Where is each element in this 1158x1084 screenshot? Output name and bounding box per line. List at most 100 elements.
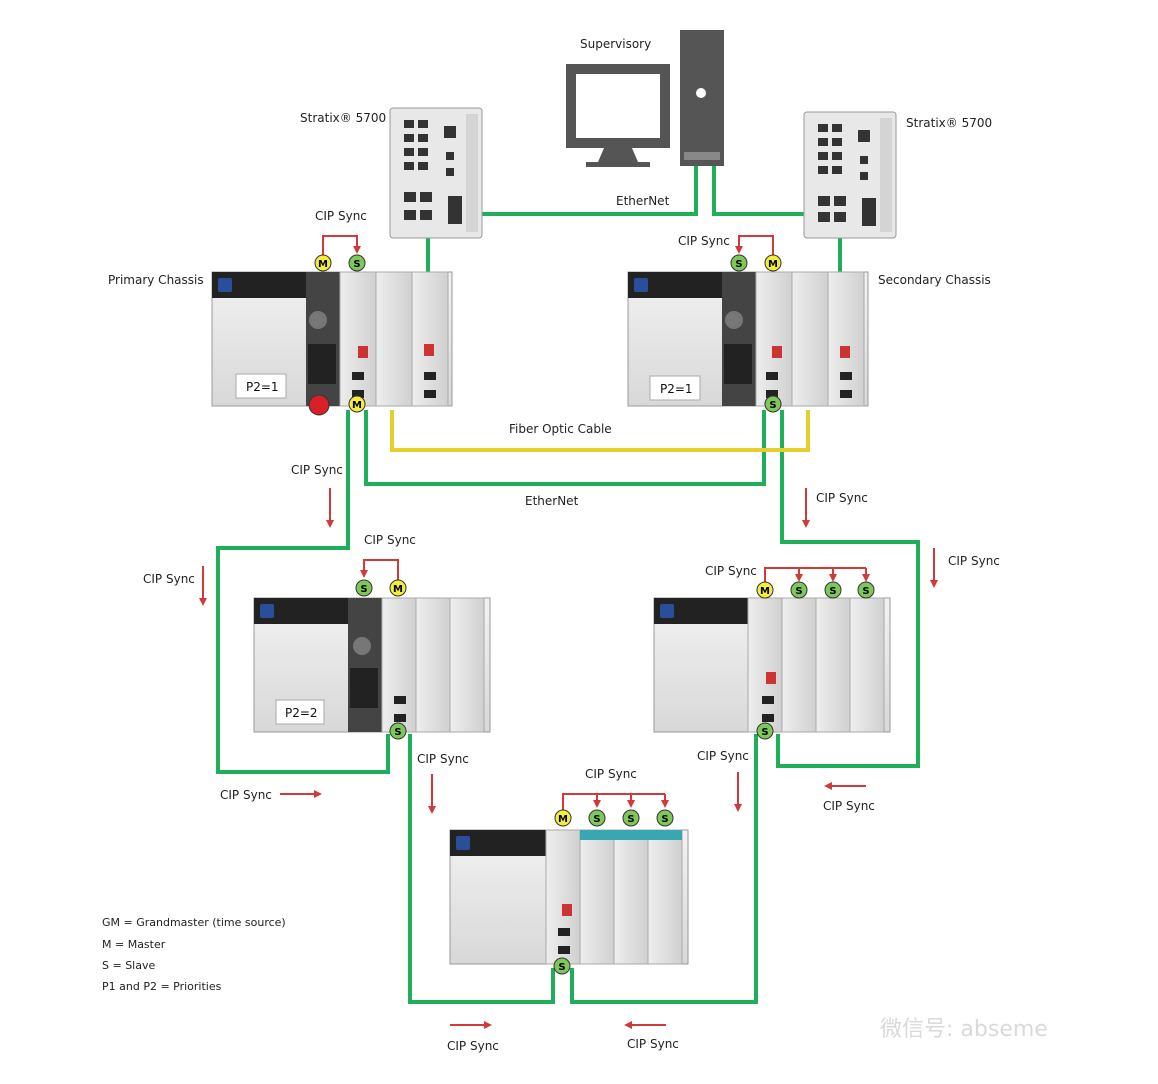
svg-text:S: S xyxy=(829,586,836,597)
slave-node: S xyxy=(764,395,782,413)
fiber-optic-cable xyxy=(390,410,810,452)
legend: GM = Grandmaster (time source) M = Maste… xyxy=(102,916,286,993)
ethernet-link-left-switch-to-pc xyxy=(480,166,698,216)
slave-node: S xyxy=(730,254,748,272)
right-chassis xyxy=(653,597,891,733)
cip-sync-label: CIP Sync xyxy=(220,788,272,802)
svg-text:S: S xyxy=(769,400,776,411)
cip-sync-label: CIP Sync xyxy=(678,234,730,248)
cip-sync-label: CIP Sync xyxy=(364,533,416,547)
svg-text:M: M xyxy=(318,259,328,270)
slave-node: S xyxy=(588,809,606,827)
cip-sync-label: CIP Sync xyxy=(627,1037,679,1051)
ethernet-links xyxy=(216,166,920,1004)
svg-text:S: S xyxy=(558,962,565,973)
supervisory-label: Supervisory xyxy=(580,37,651,51)
svg-text:S: S xyxy=(735,259,742,270)
slave-node: S xyxy=(824,581,842,599)
ethernet-ring-left xyxy=(216,410,390,774)
svg-text:M: M xyxy=(760,586,770,597)
ethernet-ring-bottom-right xyxy=(570,734,758,1004)
watermark: 微信号: abseme xyxy=(880,1017,1048,1042)
slave-node: S xyxy=(355,579,373,597)
master-node: M xyxy=(348,395,366,413)
legend-item: S = Slave xyxy=(102,959,155,972)
monitor-icon xyxy=(566,64,670,167)
svg-text:M: M xyxy=(352,400,362,411)
ethernet-link-pc-to-right-switch xyxy=(712,166,806,216)
primary-chassis xyxy=(211,271,453,407)
svg-text:S: S xyxy=(795,586,802,597)
legend-item: GM = Grandmaster (time source) xyxy=(102,916,286,929)
legend-item: M = Master xyxy=(102,938,166,951)
gm-indicator xyxy=(308,394,330,416)
svg-text:S: S xyxy=(862,586,869,597)
slave-node: S xyxy=(790,581,808,599)
ethernet-top-label: EtherNet xyxy=(616,194,670,208)
supervisory-pc xyxy=(566,30,724,167)
bracket-right-chassis xyxy=(764,567,866,582)
secondary-chassis xyxy=(627,271,869,407)
cip-sync-label: CIP Sync xyxy=(143,572,195,586)
svg-text:S: S xyxy=(394,727,401,738)
cip-sync-label: CIP Sync xyxy=(697,749,749,763)
svg-text:S: S xyxy=(627,814,634,825)
slave-node: S xyxy=(622,809,640,827)
sync-brackets xyxy=(322,235,870,810)
svg-text:M: M xyxy=(393,584,403,595)
master-node: M xyxy=(314,254,332,272)
secondary-chassis-label: Secondary Chassis xyxy=(878,273,991,287)
flow-arrows xyxy=(199,488,938,1029)
legend-item: P1 and P2 = Priorities xyxy=(102,980,222,993)
svg-text:M: M xyxy=(558,814,568,825)
slave-node: S xyxy=(756,722,774,740)
master-node: M xyxy=(756,581,774,599)
slave-node: S xyxy=(553,957,571,975)
priority-labels: P2=1 P2=1 P2=2 xyxy=(246,380,693,720)
secondary-priority: P2=1 xyxy=(660,382,693,396)
svg-text:S: S xyxy=(761,727,768,738)
master-node: M xyxy=(764,254,782,272)
left-priority: P2=2 xyxy=(285,706,318,720)
ethernet-mid-label: EtherNet xyxy=(525,494,579,508)
master-node: M xyxy=(389,579,407,597)
stratix-right-label: Stratix® 5700 xyxy=(906,116,992,130)
stratix-left-label: Stratix® 5700 xyxy=(300,111,386,125)
fiber-optic-label: Fiber Optic Cable xyxy=(509,422,612,436)
ethernet-ring-right xyxy=(776,410,920,768)
cip-sync-label: CIP Sync xyxy=(315,209,367,223)
primary-priority: P2=1 xyxy=(246,380,279,394)
labels: Supervisory Stratix® 5700 Stratix® 5700 … xyxy=(108,37,1000,1053)
bracket-secondary xyxy=(735,235,774,256)
left-chassis xyxy=(253,597,491,733)
slave-node: S xyxy=(857,581,875,599)
master-node: M xyxy=(554,809,572,827)
ethernet-link-primary-to-secondary xyxy=(364,410,766,486)
bracket-left-chassis xyxy=(360,559,399,580)
bracket-bottom-chassis xyxy=(562,793,665,810)
slave-node: S xyxy=(389,722,407,740)
svg-text:S: S xyxy=(661,814,668,825)
slave-node: S xyxy=(656,809,674,827)
ethernet-ring-bottom-left xyxy=(408,734,555,1004)
cip-sync-label: CIP Sync xyxy=(948,554,1000,568)
cip-sync-label: CIP Sync xyxy=(823,799,875,813)
tower-icon xyxy=(680,30,724,166)
svg-text:S: S xyxy=(353,259,360,270)
sync-nodes: M S M S M S S M S M S S S S M S S S S xyxy=(308,254,875,975)
cip-sync-label: CIP Sync xyxy=(291,463,343,477)
cip-sync-label: CIP Sync xyxy=(585,767,637,781)
bracket-primary xyxy=(322,235,361,256)
svg-text:M: M xyxy=(768,259,778,270)
stratix-switch-left xyxy=(389,107,483,239)
wechat-watermark: 微信号: abseme xyxy=(880,1017,1048,1042)
slave-node: S xyxy=(348,254,366,272)
bottom-chassis xyxy=(449,829,689,965)
cip-sync-label: CIP Sync xyxy=(705,564,757,578)
cip-sync-label: CIP Sync xyxy=(447,1039,499,1053)
svg-text:S: S xyxy=(360,584,367,595)
cip-sync-label: CIP Sync xyxy=(417,752,469,766)
svg-text:S: S xyxy=(593,814,600,825)
